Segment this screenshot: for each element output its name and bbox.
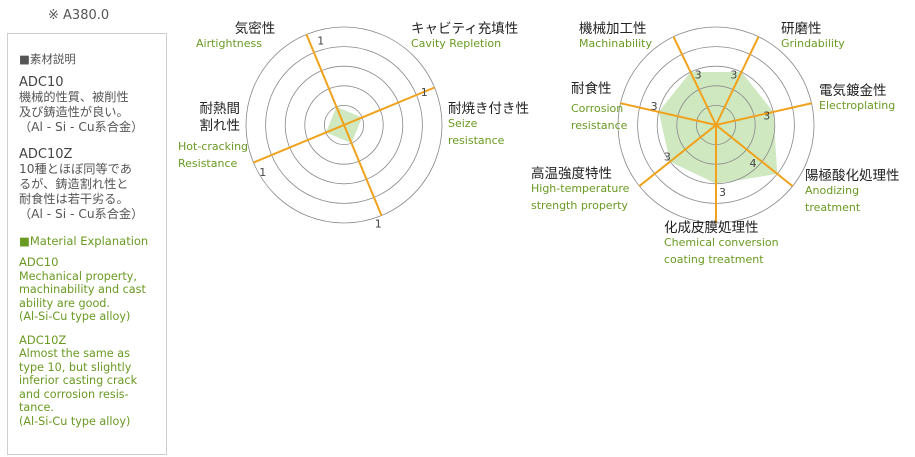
alloy-name-en: ADC10Z [19, 332, 67, 347]
axis-label-jp: キャビティ充填性 [411, 21, 518, 37]
axis-label-en: Airtightness [196, 37, 262, 50]
alloy-description-jp: 機械的性質、被削性 及び鋳造性が良い。 （Al - Si - Cu系合金） [19, 90, 144, 134]
radar-axis-line [620, 102, 717, 126]
explanation-item-jp: ADC10 機械的性質、被削性 及び鋳造性が良い。 （Al - Si - Cu系… [19, 75, 158, 135]
alloy-name-en: ADC10 [19, 255, 59, 269]
radar-value-label: 3 [719, 186, 726, 199]
axis-label-jp: 化成皮膜処理性 [664, 220, 759, 236]
axis-label-jp: 電気鍍金性 [819, 82, 887, 99]
alloy-name-jp: ADC10Z [19, 147, 73, 162]
explanation-item-en: ADC10Z Almost the same as type 10, but s… [19, 332, 158, 429]
radar-axis-line [253, 124, 345, 164]
radar-grid-ring [284, 65, 404, 185]
alloy-description-en: Almost the same as type 10, but slightly… [19, 347, 138, 428]
axis-label-en: Chemical conversion [664, 236, 779, 249]
axis-label-jp: 耐食性 [571, 80, 612, 97]
radar-value-label: 4 [749, 157, 756, 170]
axis-label-en: Corrosion [571, 102, 623, 115]
radar-value-label: 3 [695, 68, 702, 81]
axis-label-jp: 耐熱間 [200, 101, 241, 117]
axis-label-en: strength property [531, 199, 628, 212]
axis-label-jp: 気密性 [235, 20, 276, 37]
axis-label-en: resistance [448, 134, 505, 147]
axis-label-en: Cavity Repletion [411, 37, 501, 50]
radar-data-area [658, 72, 778, 184]
radar-axis-line [715, 124, 794, 187]
radar-axis-line [715, 36, 760, 126]
radar-value-label: 1 [421, 86, 428, 99]
alloy-description-jp: 10種とほぼ同等であ るが、鋳造割れ性と 耐食性は若干劣る。 （Al - Si … [19, 162, 144, 221]
axis-label-en: Seize [448, 117, 478, 130]
radar-grid-ring [265, 46, 423, 204]
radar-value-label: 1 [317, 34, 324, 47]
axis-label-en: High-temperature [531, 182, 630, 195]
material-explanation-panel: ■素材説明 ADC10 機械的性質、被削性 及び鋳造性が良い。 （Al - Si… [7, 33, 167, 455]
radar-grid-ring [304, 85, 384, 165]
radar-value-label: 3 [651, 100, 658, 113]
radar-axis-line [305, 34, 345, 126]
axis-label-en: Anodizing [805, 184, 859, 197]
axis-label-en: resistance [571, 119, 628, 132]
explanation-heading-jp: ■素材説明 [19, 52, 76, 66]
radar-axis-line [715, 102, 812, 126]
radar-grid-ring [323, 105, 364, 146]
axis-label-en: Hot-cracking [178, 140, 248, 153]
radar-value-label: 1 [375, 218, 382, 231]
radar-axis-line [343, 124, 383, 216]
radar-value-label: 1 [259, 166, 266, 179]
axis-label-en: Machinability [579, 37, 652, 50]
alloy-description-en: Mechanical property, machinability and c… [19, 269, 146, 324]
explanation-item-en: ADC10 Mechanical property, machinability… [19, 255, 158, 324]
axis-label-jp: 高温強度特性 [531, 165, 612, 182]
explanation-heading-en: ■Material Explanation [19, 234, 149, 248]
axis-label-en: Electroplating [819, 99, 895, 112]
axis-label-en: Grindability [781, 37, 845, 50]
axis-label-jp: 割れ性 [200, 117, 241, 134]
axis-label-en: treatment [805, 201, 861, 214]
axis-label-jp: 陽極酸化処理性 [805, 168, 900, 184]
radar-grid-ring [245, 26, 443, 224]
radar-axis-line [672, 36, 717, 126]
axis-label-en: coating treatment [664, 253, 764, 266]
explanation-item-jp: ADC10Z 10種とほぼ同等であ るが、鋳造割れ性と 耐食性は若干劣る。 （A… [19, 147, 158, 222]
axis-label-en: Resistance [178, 157, 238, 170]
radar-value-label: 3 [664, 151, 671, 164]
radar-value-label: 3 [730, 68, 737, 81]
radar-value-label: 3 [763, 109, 770, 122]
radar-axis-line [343, 86, 435, 126]
alloy-name-jp: ADC10 [19, 75, 64, 90]
grade-note: ※ A380.0 [48, 8, 110, 23]
radar-axis-line [638, 124, 717, 187]
axis-label-jp: 耐焼き付き性 [448, 101, 529, 117]
axis-label-jp: 研磨性 [781, 21, 822, 37]
axis-label-jp: 機械加工性 [579, 21, 647, 37]
